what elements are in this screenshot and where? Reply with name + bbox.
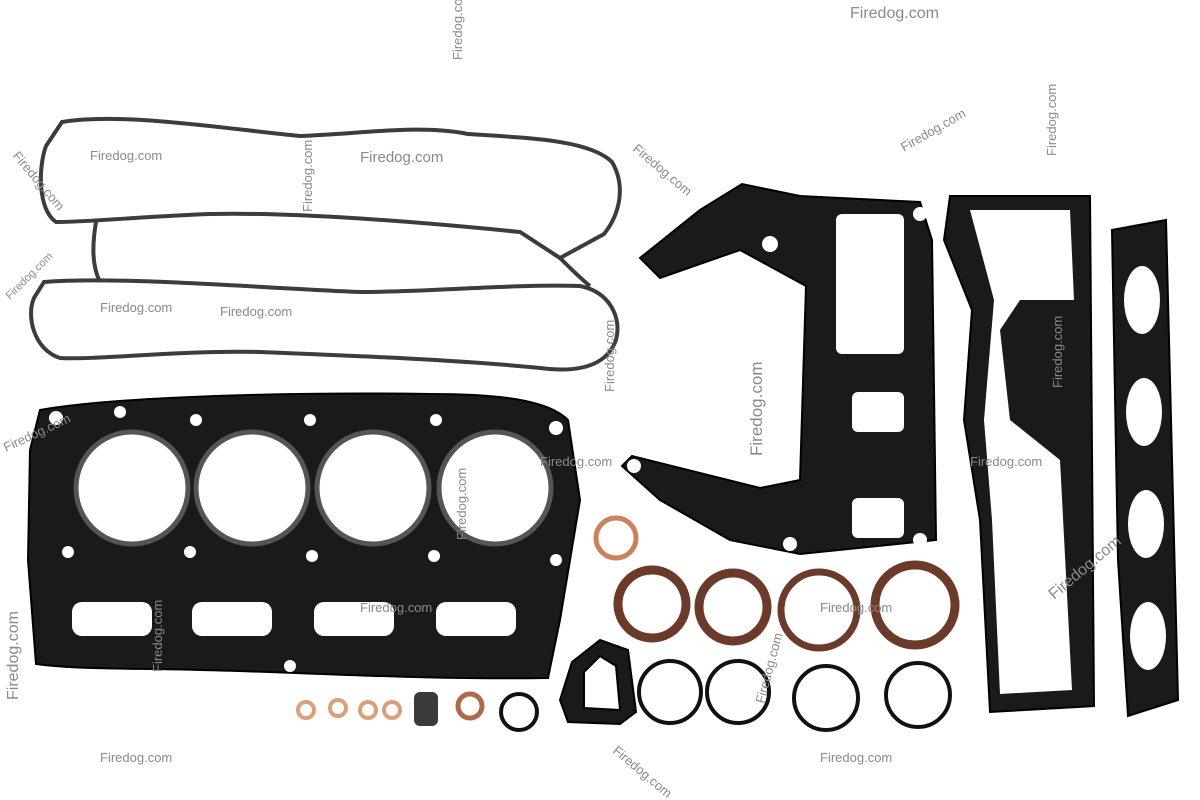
watermark: Firedog.com	[360, 149, 443, 166]
watermark: Firedog.com	[150, 600, 165, 672]
o-rings	[499, 659, 952, 732]
exhaust-cover-gasket	[620, 182, 938, 556]
watermark: Firedog.com	[850, 5, 939, 22]
watermark: Firedog.com	[970, 454, 1042, 469]
intake-manifold-gasket	[1110, 218, 1180, 718]
valve-cover-gasket-upper	[38, 116, 622, 261]
watermark: Firedog.com	[300, 140, 315, 212]
watermark: Firedog.com	[100, 750, 172, 765]
small-cover-gasket	[558, 638, 638, 726]
watermark: Firedog.com	[360, 600, 432, 615]
watermark: Firedog.com	[220, 304, 292, 319]
watermark: Firedog.com	[747, 362, 766, 456]
valve-cover-gasket-lower	[29, 278, 620, 372]
watermark: Firedog.com	[630, 141, 695, 199]
watermark: Firedog.com	[5, 611, 22, 700]
watermark: Firedog.com	[602, 320, 617, 392]
watermark: Firedog.com	[450, 0, 465, 60]
watermark: Firedog.com	[4, 250, 56, 302]
copper-washers	[296, 515, 639, 721]
watermark: Firedog.com	[898, 105, 968, 154]
watermark: Firedog.com	[820, 750, 892, 765]
watermark: Firedog.com	[10, 148, 68, 213]
outline-gasket-tall-opening	[970, 210, 1074, 694]
watermark: Firedog.com	[1050, 316, 1065, 388]
valve-cover-gasket-link	[91, 221, 592, 288]
watermark: Firedog.com	[540, 454, 612, 469]
watermark: Firedog.com	[100, 300, 172, 315]
watermark: Firedog.com	[454, 468, 469, 540]
watermark: Firedog.com	[90, 148, 162, 163]
rubber-grommet	[414, 692, 438, 726]
watermark: Firedog.com	[820, 600, 892, 615]
cylinder-head-gasket	[26, 392, 582, 680]
watermark: Firedog.com	[610, 743, 675, 800]
oil-seals	[613, 560, 960, 652]
watermark: Firedog.com	[1044, 84, 1059, 156]
